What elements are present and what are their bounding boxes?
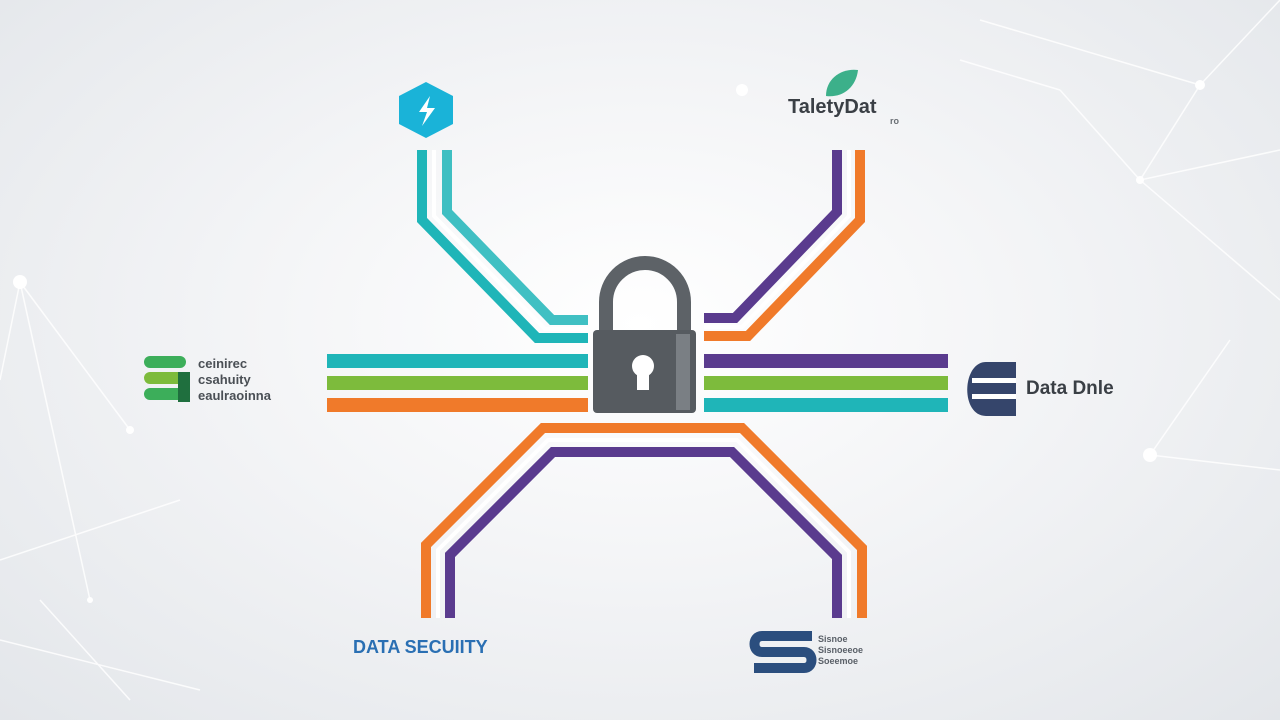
connector-top-left	[417, 150, 588, 343]
left-bar-orange	[327, 398, 588, 412]
s-logo-icon	[749, 631, 817, 673]
line-top-right-purple	[704, 150, 842, 323]
left-label-line-2: csahuity	[198, 372, 251, 387]
line-top-left-inner	[442, 150, 588, 325]
left-label-line-1: ceinirec	[198, 356, 248, 371]
line-top-left-outer	[417, 150, 588, 343]
bottom-right-line-2: Sisnoeeoe	[818, 645, 864, 655]
right-bar-green	[704, 376, 948, 390]
background-network	[0, 0, 1280, 700]
padlock-icon	[593, 256, 696, 413]
background-nodes	[13, 80, 1205, 603]
bottom-right-line-1: Sisnoe	[818, 634, 848, 644]
database-icon	[967, 362, 1016, 416]
connector-top-right	[704, 150, 865, 341]
right-bar-purple	[704, 354, 948, 368]
bottom-right-label: Sisnoe Sisnoeeoe Soeemoe	[818, 634, 863, 667]
bottom-right-line-3: Soeemoe	[818, 656, 859, 666]
right-label: Data Dnle	[1026, 378, 1114, 399]
connector-bottom	[421, 423, 867, 618]
line-bottom-purple	[445, 447, 842, 618]
left-bar-green	[327, 376, 588, 390]
left-bar-teal	[327, 354, 588, 368]
left-label: ceinirec csahuity eaulraoinna	[198, 356, 271, 404]
stacked-database-icon	[144, 356, 190, 402]
leaf-icon	[826, 69, 858, 97]
line-top-right-orange	[704, 150, 865, 341]
lightning-hexagon-icon	[399, 82, 453, 138]
left-label-line-3: eaulraoinna	[198, 388, 271, 403]
right-bars	[704, 354, 948, 412]
top-right-title: TaletyDat	[788, 96, 877, 118]
right-bar-teal	[704, 398, 948, 412]
line-bottom-orange	[421, 423, 867, 618]
left-bars	[327, 354, 588, 412]
bottom-left-label: DATA SECUIITY	[353, 637, 488, 657]
top-right-subtitle: ro	[890, 116, 899, 126]
